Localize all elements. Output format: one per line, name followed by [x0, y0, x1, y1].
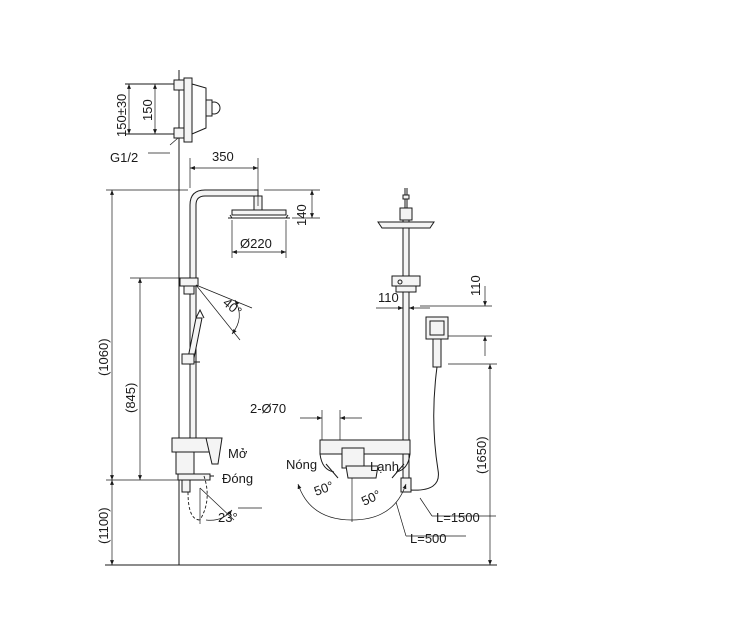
wall-mount-detail	[125, 77, 221, 146]
dim-110-v-label: 110	[468, 275, 483, 296]
angle-40-indicator: 40°	[195, 284, 253, 341]
dim-150-pm-30-label: 150±30	[114, 94, 129, 137]
dim-110-horizontal: 110	[376, 290, 430, 310]
dim-150: 150	[140, 84, 157, 134]
side-mixer-valve	[171, 437, 223, 521]
dim-1650: (1650)	[448, 363, 497, 565]
dim-110-h-label: 110	[378, 290, 399, 305]
dim-1060-label: (1060)	[96, 338, 111, 376]
rotation-arc: 50° 50°	[297, 478, 407, 522]
hose-callouts: L=1500 L=500	[395, 497, 496, 546]
side-wall-bracket	[179, 277, 199, 295]
dia-220-label: Ø220	[240, 236, 272, 251]
dim-350-label: 350	[212, 149, 234, 164]
dim-150-label: 150	[140, 99, 155, 121]
angle-23-indicator: 23°	[199, 487, 262, 525]
open-label: Mở	[228, 446, 248, 461]
dim-2-dia-70: 2-Ø70	[250, 401, 362, 440]
hose-500-label: L=500	[410, 531, 447, 546]
dim-1100: (1100)	[96, 480, 114, 565]
dim-140: 140	[264, 189, 320, 226]
hose-1500-label: L=1500	[436, 510, 480, 525]
cold-label: Lạnh	[370, 459, 399, 474]
dim-150-pm-30: 150±30	[114, 84, 131, 137]
dim-2-dia-70-label: 2-Ø70	[250, 401, 286, 416]
dim-110-vertical: 110	[420, 275, 492, 356]
angle-40-label: 40°	[220, 295, 245, 319]
dim-350: 350	[189, 149, 259, 206]
dim-1100-label: (1100)	[96, 507, 111, 544]
front-slide-bracket	[391, 275, 421, 293]
dim-845: (845)	[123, 277, 180, 480]
angle-23-label: 23°	[218, 510, 238, 525]
side-hand-shower	[181, 308, 205, 365]
close-label: Đóng	[222, 471, 253, 486]
dim-1650-label: (1650)	[474, 436, 489, 474]
dim-845-label: (845)	[123, 383, 138, 413]
angle-50-right-label: 50°	[359, 487, 383, 509]
front-riser-pipe	[402, 188, 410, 483]
hot-label: Nóng	[286, 457, 317, 472]
thread-label: G1/2	[110, 150, 138, 165]
front-rain-shower-head	[377, 207, 435, 229]
front-mixer-valve	[319, 439, 412, 493]
dim-140-label: 140	[294, 204, 309, 226]
front-hand-shower	[409, 316, 449, 491]
dim-dia-220: Ø220	[231, 220, 287, 258]
dim-1060: (1060)	[96, 189, 188, 481]
side-rain-shower-head	[228, 195, 290, 219]
angle-50-left-label: 50°	[312, 478, 336, 499]
